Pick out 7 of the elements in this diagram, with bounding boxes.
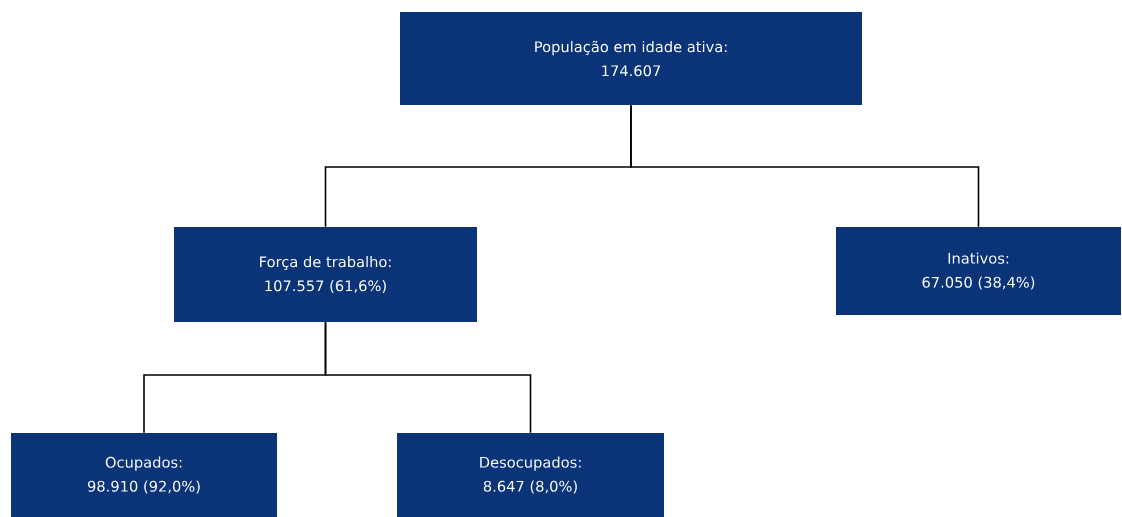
label-box: Ocupados: 98.910 (92,0%) [11,433,277,517]
label-box: Desocupados: 8.647 (8,0%) [397,433,664,517]
connector [324,321,532,434]
label-box: Inativos: 67.050 (38,4%) [836,227,1121,315]
label-box: Força de trabalho: 107.557 (61,6%) [174,227,477,322]
connector [630,104,980,228]
label-box: População em idade ativa: 174.607 [400,12,862,105]
